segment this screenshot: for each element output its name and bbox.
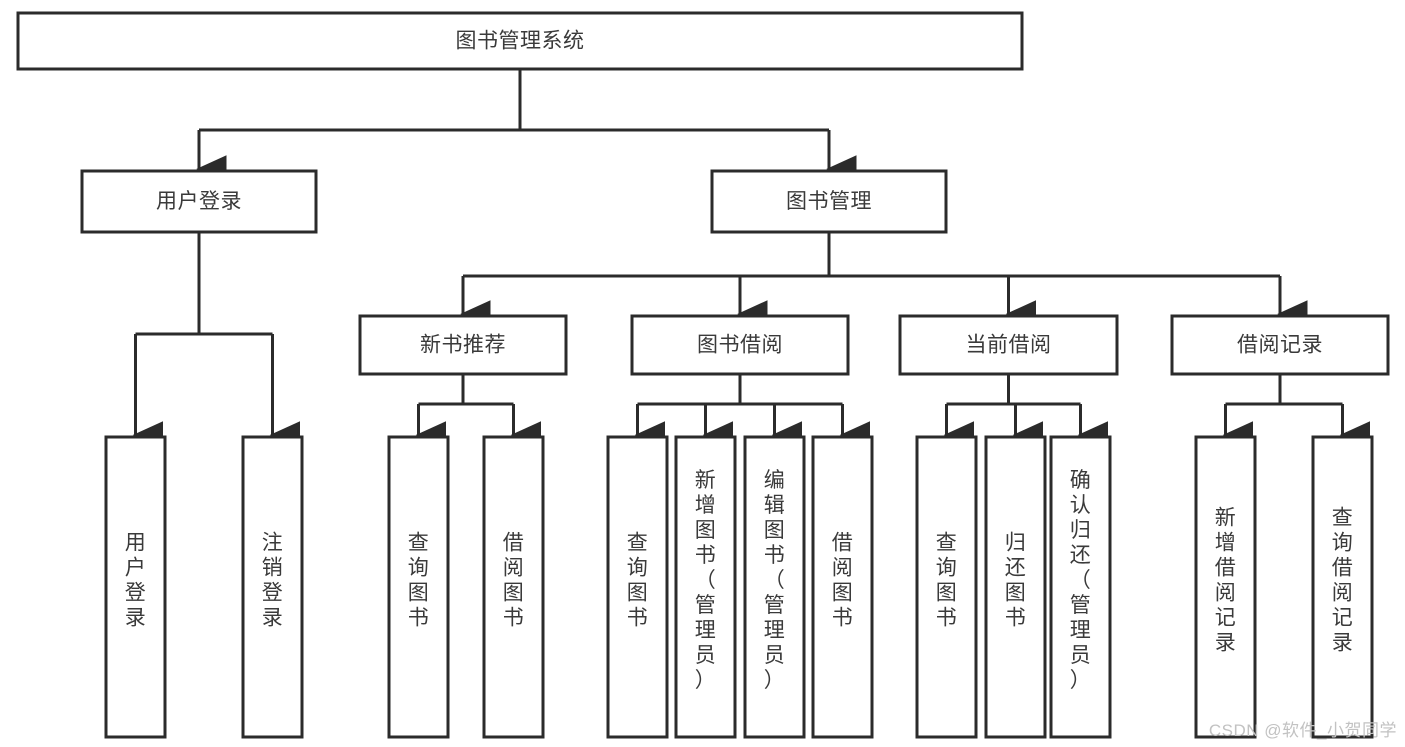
node-label-current-borrow: 当前借阅 xyxy=(966,334,1052,357)
node-box-leaf-query-book-recommend xyxy=(387,435,450,739)
connectors-book-management xyxy=(460,232,1308,328)
node-book-management[interactable]: 图书管理 xyxy=(710,169,948,234)
connectors-root xyxy=(196,69,857,183)
node-label-root: 图书管理系统 xyxy=(456,30,585,53)
node-label-leaf-query-book: 查询图书 xyxy=(627,532,649,630)
node-leaf-return-book[interactable]: 归还图书 xyxy=(984,435,1047,739)
node-root[interactable]: 图书管理系统 xyxy=(16,11,1024,71)
node-label-leaf-confirm-return-admin: 确认归还（管理员） xyxy=(1070,469,1092,692)
node-box-leaf-edit-book-admin xyxy=(743,435,806,739)
node-box-root xyxy=(16,11,1024,71)
node-box-leaf-query-borrow-record xyxy=(1311,435,1374,739)
node-box-leaf-query-book-current xyxy=(915,435,978,739)
node-box-user-login xyxy=(80,169,318,234)
node-label-leaf-logout: 注销登录 xyxy=(262,532,284,630)
node-box-leaf-add-book-admin xyxy=(674,435,737,739)
node-box-leaf-return-book xyxy=(984,435,1047,739)
node-leaf-edit-book-admin[interactable]: 编辑图书（管理员） xyxy=(743,435,806,739)
node-leaf-add-book-admin[interactable]: 新增图书（管理员） xyxy=(674,435,737,739)
node-current-borrow[interactable]: 当前借阅 xyxy=(898,314,1119,376)
node-label-leaf-add-book-admin: 新增图书（管理员） xyxy=(695,469,717,692)
node-label-leaf-user-login: 用户登录 xyxy=(125,532,147,630)
node-box-borrow-record xyxy=(1170,314,1390,376)
connector-lines xyxy=(132,69,1370,449)
node-label-leaf-return-book: 归还图书 xyxy=(1005,532,1027,630)
node-leaf-borrow-book[interactable]: 借阅图书 xyxy=(811,435,874,739)
node-label-leaf-query-borrow-record: 查询借阅记录 xyxy=(1332,507,1354,655)
node-box-leaf-query-book xyxy=(606,435,669,739)
node-leaf-query-borrow-record[interactable]: 查询借阅记录 xyxy=(1311,435,1374,739)
node-box-leaf-confirm-return-admin xyxy=(1049,435,1112,739)
node-label-leaf-borrow-book-recommend: 借阅图书 xyxy=(503,532,525,630)
node-leaf-user-login[interactable]: 用户登录 xyxy=(104,435,167,739)
node-box-book-management xyxy=(710,169,948,234)
node-user-login[interactable]: 用户登录 xyxy=(80,169,318,234)
node-leaf-query-book-current[interactable]: 查询图书 xyxy=(915,435,978,739)
node-box-current-borrow xyxy=(898,314,1119,376)
node-leaf-query-book[interactable]: 查询图书 xyxy=(606,435,669,739)
node-label-leaf-query-book-current: 查询图书 xyxy=(936,532,958,630)
node-label-book-borrow: 图书借阅 xyxy=(697,334,783,357)
node-borrow-record[interactable]: 借阅记录 xyxy=(1170,314,1390,376)
node-box-leaf-add-borrow-record xyxy=(1194,435,1257,739)
node-label-leaf-add-borrow-record: 新增借阅记录 xyxy=(1215,507,1237,655)
node-label-book-management: 图书管理 xyxy=(786,190,872,213)
node-book-borrow[interactable]: 图书借阅 xyxy=(630,314,850,376)
watermark-text: CSDN @软件_小贺同学 xyxy=(1208,721,1397,740)
node-label-borrow-record: 借阅记录 xyxy=(1237,334,1323,357)
connectors-user-login xyxy=(132,232,300,449)
node-box-leaf-logout xyxy=(241,435,304,739)
connectors-borrow-record xyxy=(1222,374,1370,449)
node-leaf-logout[interactable]: 注销登录 xyxy=(241,435,304,739)
node-leaf-borrow-book-recommend[interactable]: 借阅图书 xyxy=(482,435,545,739)
node-label-leaf-edit-book-admin: 编辑图书（管理员） xyxy=(764,469,786,692)
node-label-new-book-recommend: 新书推荐 xyxy=(420,334,506,357)
node-label-leaf-query-book-recommend: 查询图书 xyxy=(408,532,430,630)
connectors-new-book-recommend xyxy=(415,374,541,449)
node-leaf-query-book-recommend[interactable]: 查询图书 xyxy=(387,435,450,739)
node-leaf-add-borrow-record[interactable]: 新增借阅记录 xyxy=(1194,435,1257,739)
node-box-leaf-borrow-book xyxy=(811,435,874,739)
node-leaf-confirm-return-admin[interactable]: 确认归还（管理员） xyxy=(1049,435,1112,739)
connectors-book-borrow xyxy=(634,374,870,449)
node-boxes: 图书管理系统用户登录图书管理新书推荐图书借阅当前借阅借阅记录用户登录注销登录查询… xyxy=(16,11,1390,739)
node-box-leaf-borrow-book-recommend xyxy=(482,435,545,739)
node-new-book-recommend[interactable]: 新书推荐 xyxy=(358,314,568,376)
node-box-book-borrow xyxy=(630,314,850,376)
node-label-user-login: 用户登录 xyxy=(156,190,242,213)
node-label-leaf-borrow-book: 借阅图书 xyxy=(832,532,854,630)
node-box-new-book-recommend xyxy=(358,314,568,376)
node-box-leaf-user-login xyxy=(104,435,167,739)
connectors-current-borrow xyxy=(943,374,1108,449)
